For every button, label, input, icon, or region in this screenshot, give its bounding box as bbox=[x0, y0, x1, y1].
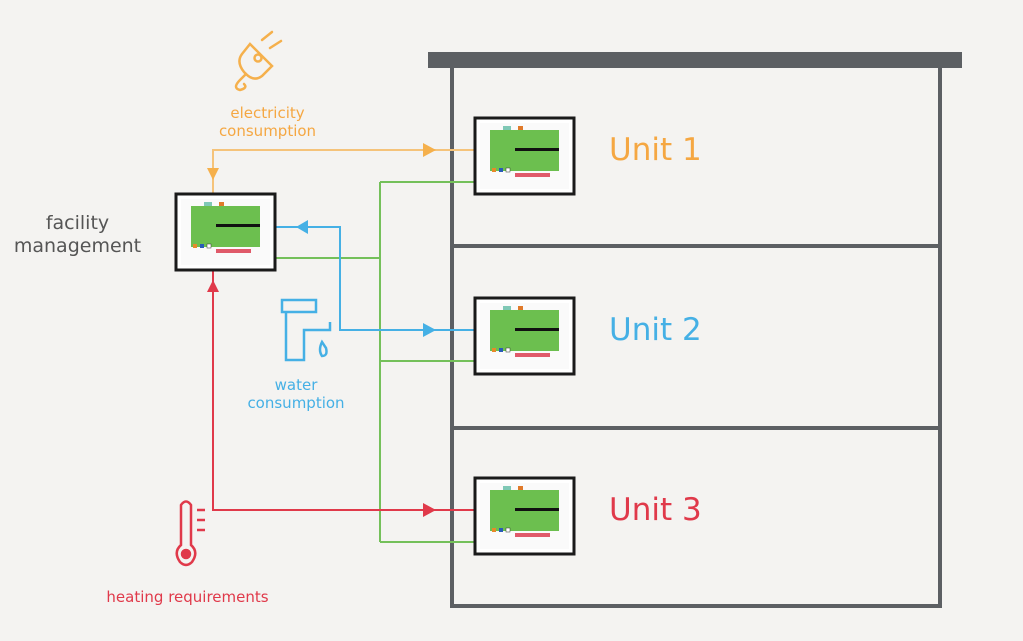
facility-management-label: facility management bbox=[0, 212, 155, 258]
unit-2-controller bbox=[473, 296, 576, 376]
electricity-label: electricity consumption bbox=[200, 104, 335, 140]
heating-label: heating requirements bbox=[106, 588, 269, 606]
electricity-line2: consumption bbox=[218, 122, 317, 140]
facility-label-line2: management bbox=[13, 234, 142, 257]
faucet-icon bbox=[280, 298, 332, 362]
unit-1-controller bbox=[473, 116, 576, 196]
plug-icon bbox=[234, 30, 283, 92]
electricity-line bbox=[207, 143, 490, 206]
heating-line bbox=[207, 247, 490, 517]
thermometer-icon bbox=[175, 500, 205, 567]
water-line2: consumption bbox=[247, 394, 345, 412]
electricity-line1: electricity bbox=[230, 104, 305, 122]
water-line1: water bbox=[274, 376, 318, 394]
facility-label-line1: facility bbox=[45, 212, 110, 234]
unit-3-label: Unit 3 bbox=[609, 492, 702, 528]
facility-controller bbox=[174, 192, 277, 272]
unit-3-controller bbox=[473, 476, 576, 556]
building bbox=[428, 52, 962, 608]
unit-2-label: Unit 2 bbox=[609, 312, 702, 348]
water-label: water consumption bbox=[226, 376, 366, 412]
unit-1-label: Unit 1 bbox=[609, 132, 702, 168]
water-line bbox=[259, 220, 490, 337]
